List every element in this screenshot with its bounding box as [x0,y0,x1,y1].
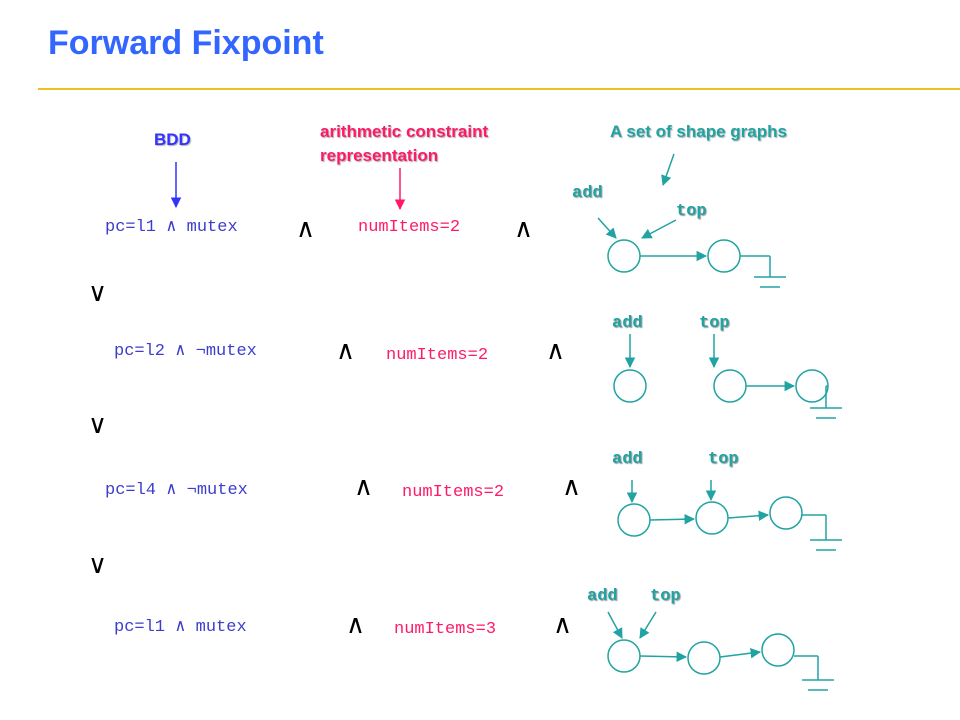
row4-and-op-1: ∧ [346,610,366,640]
row3-and-op-1: ∧ [354,472,374,502]
or-op-3: ∨ [88,550,108,580]
row3-num-items: numItems=2 [402,483,505,502]
row1-add-pointer: add [572,184,603,203]
row2-top-pointer: top [699,314,730,333]
or-op-1: ∨ [88,278,108,308]
row4-and-op-2: ∧ [553,610,573,640]
row3-top-pointer: top [708,450,739,469]
graph4-node-1 [607,639,641,673]
row4-num-items: numItems=3 [394,620,497,639]
graph3-node-3 [769,496,803,530]
arith-label: arithmetic constraint representation [320,120,560,168]
row4-top-pointer: top [650,587,681,606]
bdd-label: BDD [154,130,191,149]
row1-and-op-1: ∧ [296,214,316,244]
row2-and-op-1: ∧ [336,336,356,366]
graph1-node-2 [707,239,741,273]
row3-add-pointer: add [612,450,643,469]
shape-graph-2 [613,334,842,419]
shape-graph-4 [607,611,834,691]
row4-add-pointer: add [587,587,618,606]
row2-num-items: numItems=2 [386,346,489,365]
graph1-node-1 [607,239,641,273]
shape-graph-3 [617,480,842,551]
arith-label-line1: arithmetic constraint [320,122,489,141]
row2-pc-formula: pc=l2 ∧ ¬mutex [114,342,257,361]
graph2-node-2 [713,369,747,403]
shape-graph-1 [597,217,786,288]
row2-add-pointer: add [612,314,643,333]
graph2-node-3 [795,369,829,403]
row4-pc-formula: pc=l1 ∧ mutex [114,618,247,637]
graph4-node-2 [687,641,721,675]
row1-and-op-2: ∧ [514,214,534,244]
title-divider [38,88,960,90]
page-title: Forward Fixpoint [48,24,324,62]
or-op-2: ∨ [88,410,108,440]
arith-label-line2: representation [320,146,439,165]
graph2-node-1 [613,369,647,403]
graph3-node-1 [617,503,651,537]
row3-pc-formula: pc=l4 ∧ ¬mutex [105,481,248,500]
graph4-node-3 [761,633,795,667]
graph3-node-2 [695,501,729,535]
shape-graphs-label: A set of shape graphs [610,122,787,141]
row1-pc-formula: pc=l1 ∧ mutex [105,218,238,237]
row3-and-op-2: ∧ [562,472,582,502]
shape-graphs-arrow [661,153,675,186]
row1-num-items: numItems=2 [358,218,461,237]
row1-top-pointer: top [676,202,707,221]
row2-and-op-2: ∧ [546,336,566,366]
